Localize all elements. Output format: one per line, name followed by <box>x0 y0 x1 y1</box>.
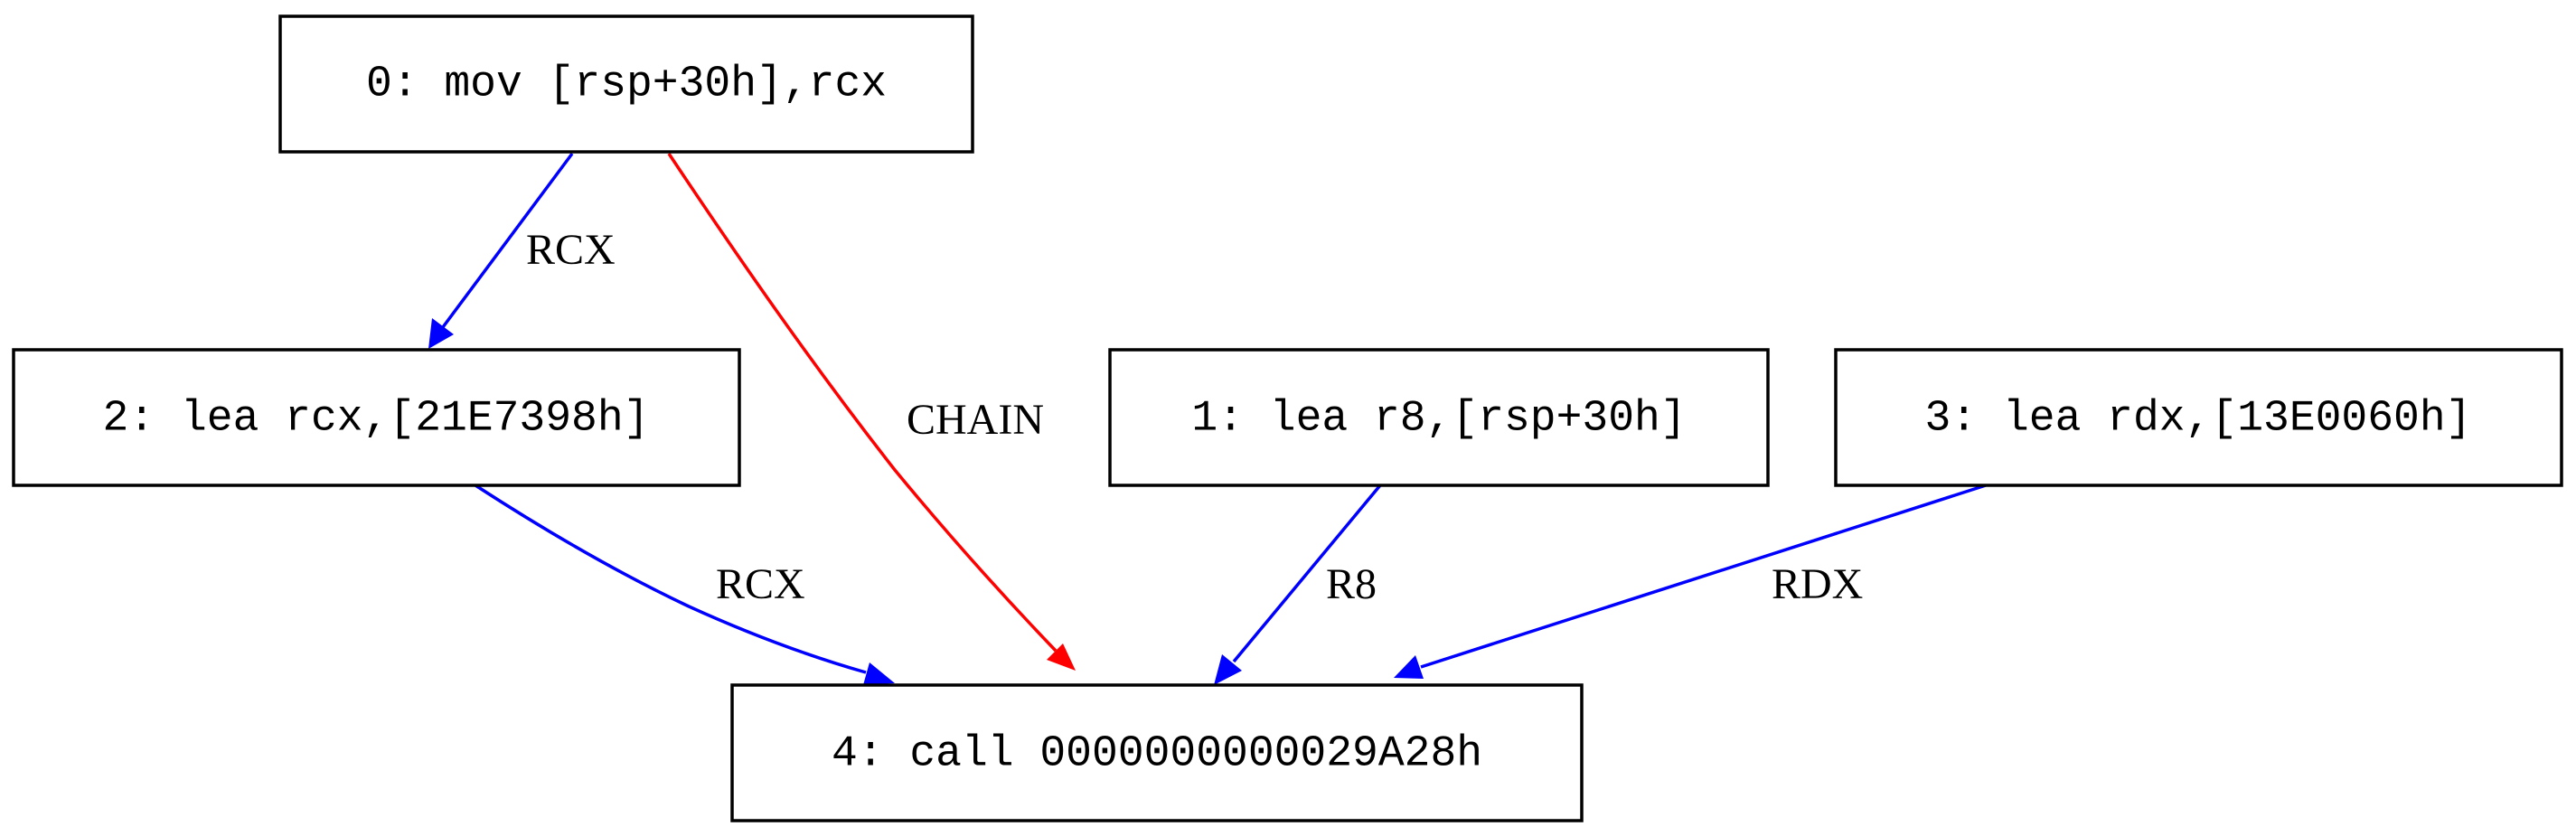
edge-0-to-2: RCX <box>428 152 616 349</box>
node-label: 2: lea rcx,[21E7398h] <box>103 395 650 444</box>
node-label: 3: lea rdx,[13E0060h] <box>1925 395 2472 444</box>
edge-label: RCX <box>526 226 616 274</box>
node-label: 4: call 0000000000029A28h <box>832 730 1482 779</box>
edge-2-to-4: RCX <box>475 484 895 685</box>
arrowhead-icon <box>1047 643 1076 671</box>
edge-line <box>667 153 1058 653</box>
node-2[interactable]: 2: lea rcx,[21E7398h] <box>12 348 741 487</box>
node-box <box>12 348 741 487</box>
edge-label: RDX <box>1772 560 1863 608</box>
node-box <box>278 14 974 154</box>
arrowhead-icon <box>1214 654 1242 685</box>
edge-label: R8 <box>1326 560 1377 608</box>
node-label: 1: lea r8,[rsp+30h] <box>1191 395 1686 444</box>
node-0[interactable]: 0: mov [rsp+30h],rcx <box>278 14 974 154</box>
arrowhead-icon <box>863 662 895 685</box>
arrowhead-icon <box>1394 655 1424 679</box>
node-label: 0: mov [rsp+30h],rcx <box>366 61 887 109</box>
node-box <box>1108 348 1770 487</box>
edge-0-to-4: CHAIN <box>667 153 1076 671</box>
edge-3-to-4: RDX <box>1394 484 1987 679</box>
node-3[interactable]: 3: lea rdx,[13E0060h] <box>1834 348 2563 487</box>
node-box <box>730 683 1584 822</box>
edge-line <box>475 484 867 674</box>
edge-1-to-4: R8 <box>1214 484 1382 685</box>
arrowhead-icon <box>428 318 454 349</box>
edge-line <box>1232 484 1382 663</box>
edge-line <box>441 152 574 329</box>
edge-line <box>1420 484 1987 669</box>
node-1[interactable]: 1: lea r8,[rsp+30h] <box>1108 348 1770 487</box>
edge-label: RCX <box>716 560 805 608</box>
node-4[interactable]: 4: call 0000000000029A28h <box>730 683 1584 822</box>
edge-label: CHAIN <box>907 396 1044 444</box>
node-box <box>1834 348 2563 487</box>
